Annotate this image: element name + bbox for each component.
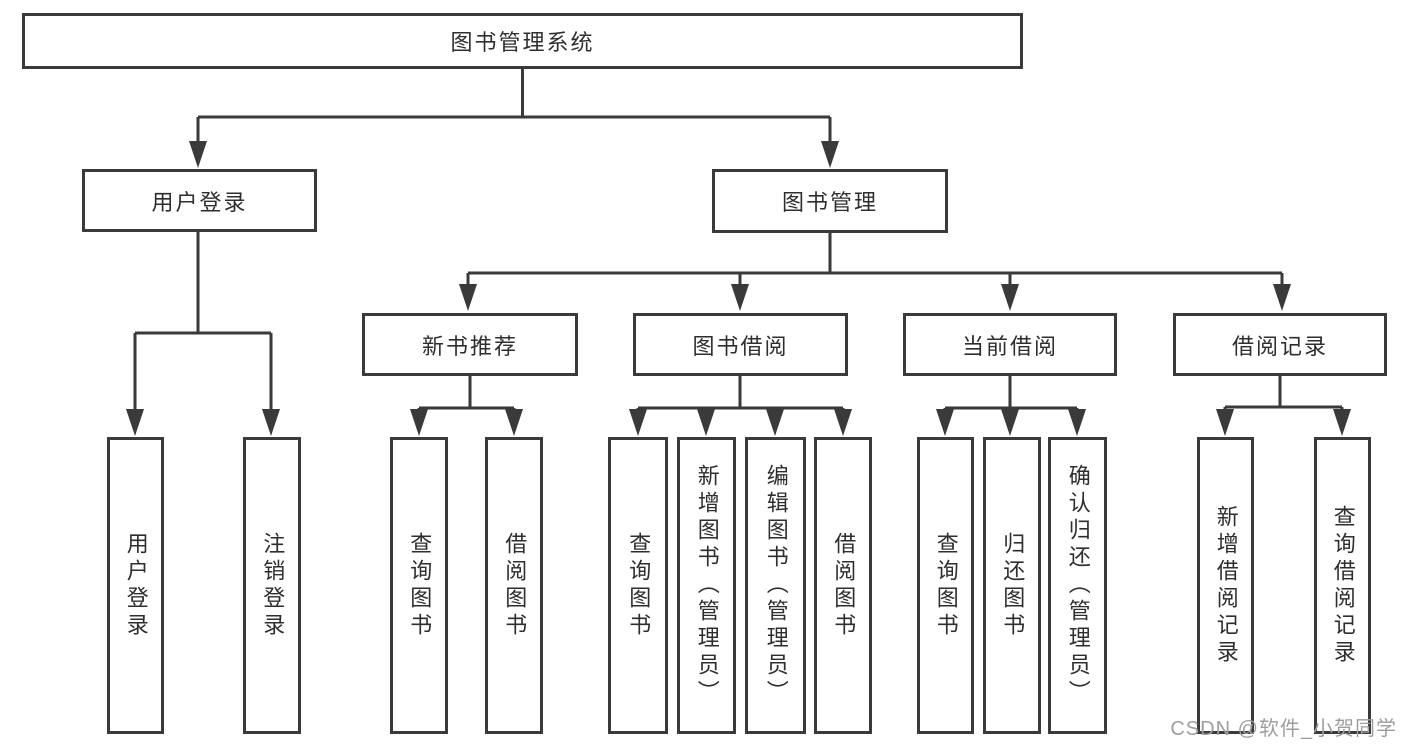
leaf-query-books-borrow-label: 查询图书 bbox=[626, 531, 652, 640]
leaf-confirm-return-admin-label: 确认归还（管理员） bbox=[1065, 464, 1091, 707]
leaf-edit-books-admin: 编辑图书（管理员） bbox=[745, 437, 806, 734]
node-book-borrowing: 图书借阅 bbox=[633, 313, 848, 376]
node-book-management-label: 图书管理 bbox=[781, 190, 878, 215]
leaf-edit-books-admin-label: 编辑图书（管理员） bbox=[763, 464, 789, 707]
leaf-add-borrow-record: 新增借阅记录 bbox=[1197, 437, 1254, 734]
leaf-return-books-label: 归还图书 bbox=[1000, 531, 1026, 640]
node-current-borrowing-label: 当前借阅 bbox=[961, 333, 1058, 359]
node-new-book-recommendation-label: 新书推荐 bbox=[421, 333, 518, 359]
node-current-borrowing: 当前借阅 bbox=[903, 313, 1117, 376]
leaf-query-books-current: 查询图书 bbox=[917, 437, 974, 734]
node-library-system-label: 图书管理系统 bbox=[450, 30, 595, 55]
leaf-query-borrow-record: 查询借阅记录 bbox=[1314, 437, 1371, 734]
node-library-system: 图书管理系统 bbox=[22, 13, 1023, 69]
leaf-query-borrow-record-label: 查询借阅记录 bbox=[1330, 504, 1356, 667]
leaf-query-books-recommend-label: 查询图书 bbox=[407, 531, 433, 640]
csdn-watermark: CSDN @软件_小贺同学 bbox=[1170, 718, 1397, 740]
node-book-borrowing-label: 图书借阅 bbox=[692, 333, 789, 359]
leaf-borrow-books: 借阅图书 bbox=[814, 437, 872, 734]
leaf-query-books-borrow: 查询图书 bbox=[608, 437, 668, 734]
leaf-logout-label: 注销登录 bbox=[260, 531, 286, 640]
node-borrowing-records: 借阅记录 bbox=[1173, 313, 1387, 376]
leaf-confirm-return-admin: 确认归还（管理员） bbox=[1048, 437, 1107, 734]
leaf-return-books: 归还图书 bbox=[983, 437, 1041, 734]
leaf-user-login: 用户登录 bbox=[107, 437, 164, 734]
leaf-borrow-books-recommend: 借阅图书 bbox=[485, 437, 543, 734]
node-user-login-label: 用户登录 bbox=[151, 189, 248, 215]
leaf-logout: 注销登录 bbox=[243, 437, 301, 734]
node-user-login: 用户登录 bbox=[82, 169, 317, 232]
node-new-book-recommendation: 新书推荐 bbox=[362, 313, 578, 376]
node-borrowing-records-label: 借阅记录 bbox=[1231, 333, 1328, 359]
leaf-add-books-admin-label: 新增图书（管理员） bbox=[694, 464, 720, 707]
leaf-borrow-books-recommend-label: 借阅图书 bbox=[502, 531, 528, 640]
leaf-add-books-admin: 新增图书（管理员） bbox=[677, 437, 736, 734]
leaf-query-books-recommend: 查询图书 bbox=[390, 437, 448, 734]
leaf-user-login-label: 用户登录 bbox=[123, 531, 149, 640]
leaf-add-borrow-record-label: 新增借阅记录 bbox=[1213, 504, 1239, 667]
leaf-query-books-current-label: 查询图书 bbox=[933, 531, 959, 640]
node-book-management: 图书管理 bbox=[712, 169, 948, 233]
leaf-borrow-books-label: 借阅图书 bbox=[831, 531, 857, 640]
